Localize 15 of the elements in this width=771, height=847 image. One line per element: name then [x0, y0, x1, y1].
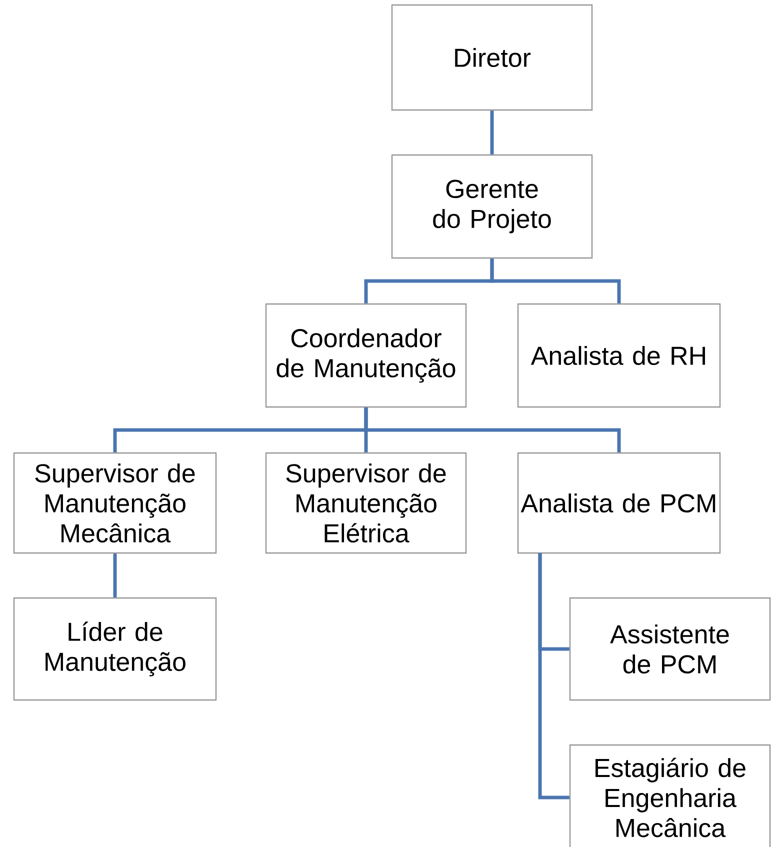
- org-box: Diretor: [391, 4, 593, 111]
- org-box: Líder de Manutenção: [13, 597, 217, 701]
- org-box: Assistente de PCM: [569, 597, 771, 701]
- connector-line: [490, 110, 494, 154]
- org-box: Gerente do Projeto: [391, 154, 593, 259]
- org-box: Supervisor de Manutenção Elétrica: [265, 452, 467, 554]
- org-box: Supervisor de Manutenção Mecânica: [13, 452, 217, 554]
- org-box: Analista de PCM: [517, 452, 721, 554]
- org-box: Estagiário de Engenharia Mecânica: [569, 744, 771, 847]
- org-box: Coordenador de Manutenção: [265, 303, 467, 408]
- connector-line: [538, 553, 570, 800]
- connector-line: [490, 258, 621, 304]
- org-box: Analista de RH: [517, 303, 721, 408]
- connector-line: [364, 408, 621, 452]
- connector-line: [113, 554, 117, 598]
